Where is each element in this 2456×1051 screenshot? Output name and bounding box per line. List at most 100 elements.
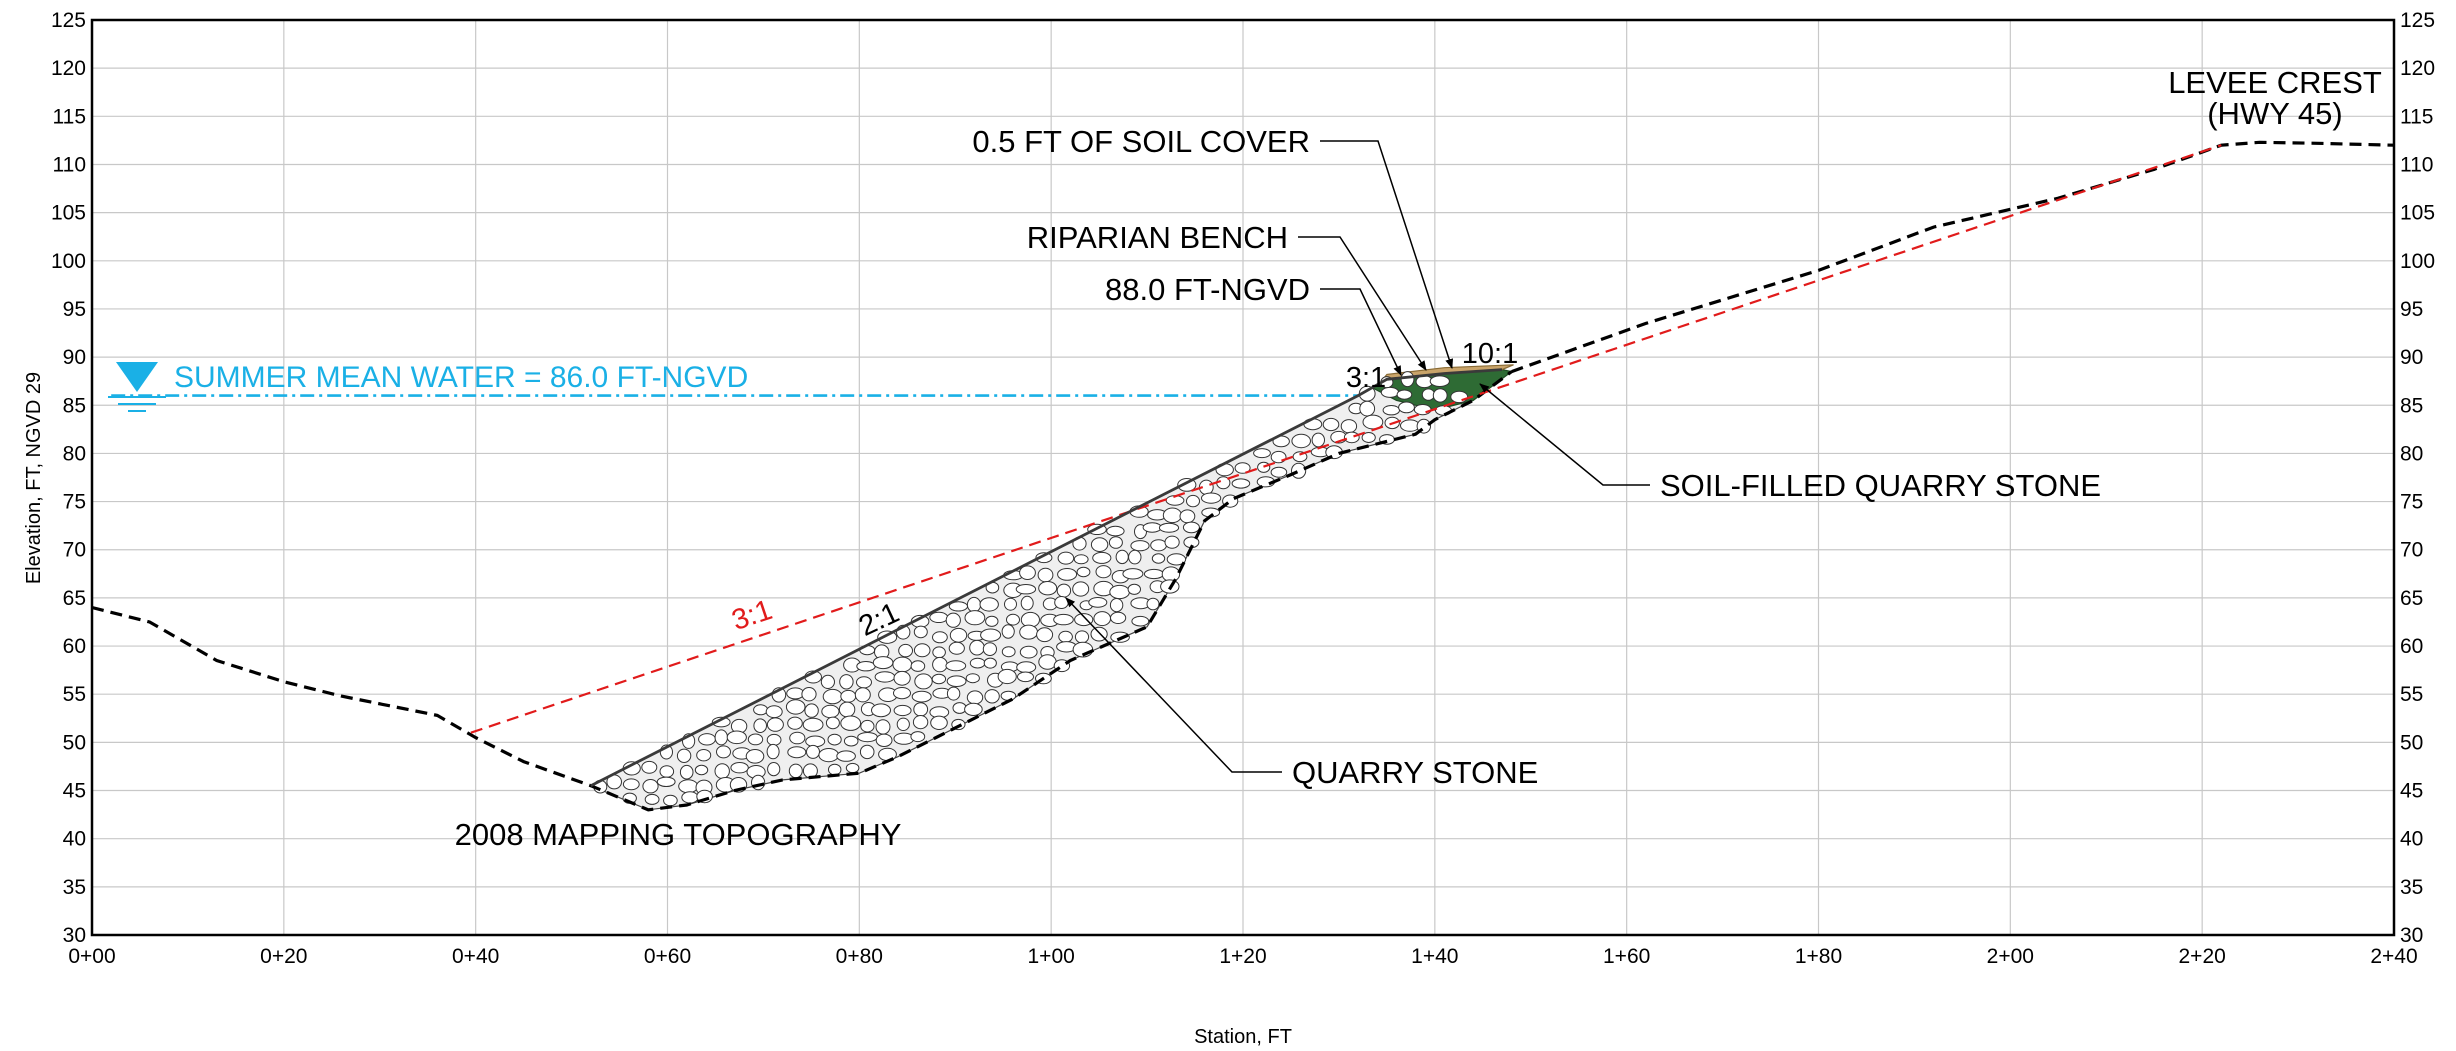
y-tick-label-right: 100 — [2400, 250, 2435, 273]
stone — [1019, 624, 1038, 640]
stone — [980, 628, 1002, 642]
y-tick-label-right: 60 — [2400, 635, 2423, 658]
stone — [952, 702, 967, 714]
y-tick-label-left: 70 — [63, 539, 86, 562]
stone — [1146, 597, 1160, 611]
stone — [859, 744, 875, 760]
stone — [818, 748, 840, 763]
stone — [786, 687, 805, 700]
stone — [979, 597, 999, 612]
y-tick-label-right: 80 — [2400, 442, 2423, 465]
stone — [1201, 492, 1222, 504]
plot-frame — [90, 18, 2396, 937]
stone — [1074, 630, 1090, 644]
stone — [1311, 432, 1326, 448]
stone — [946, 686, 961, 701]
stone — [785, 699, 806, 715]
x-tick-label: 1+20 — [1219, 945, 1266, 968]
stone — [1413, 404, 1432, 416]
stone — [1142, 522, 1162, 533]
leader-soil-filled — [1479, 383, 1650, 486]
stone — [711, 716, 731, 728]
stone — [694, 764, 709, 776]
stone — [678, 779, 699, 794]
stone — [805, 735, 826, 748]
x-tick-label: 1+80 — [1795, 945, 1842, 968]
callout-levee-crest: LEVEE CREST — [2168, 65, 2382, 100]
y-tick-label-right: 115 — [2400, 105, 2433, 128]
stone — [1234, 462, 1251, 474]
stone — [1128, 549, 1142, 565]
stone — [1090, 537, 1109, 552]
stone — [913, 702, 929, 717]
stone — [949, 627, 968, 643]
stone — [825, 716, 840, 730]
series-existing-ground-upper — [1511, 140, 2394, 374]
leader-soil-cover — [1320, 140, 1454, 369]
stone — [893, 704, 912, 717]
slope-label-reference: 3:1 — [728, 594, 776, 637]
stone — [730, 762, 749, 774]
stone — [910, 660, 926, 672]
series-proposed-stone-face — [590, 368, 1503, 787]
stone — [1186, 494, 1200, 508]
stone — [656, 776, 676, 787]
stone — [1398, 401, 1415, 414]
stone — [714, 763, 730, 779]
callout-riparian-bench: RIPARIAN BENCH — [1027, 220, 1288, 255]
stone — [1076, 566, 1091, 578]
stone — [1019, 565, 1036, 581]
y-tick-label-left: 30 — [63, 924, 86, 947]
stone — [1004, 597, 1017, 611]
stone — [929, 611, 949, 624]
stone — [1017, 671, 1034, 683]
stone — [802, 717, 824, 732]
x-tick-label: 0+40 — [452, 945, 499, 968]
stone — [1092, 551, 1112, 564]
stone — [913, 643, 931, 658]
x-tick-label: 2+00 — [1987, 945, 2034, 968]
stone — [1343, 431, 1360, 444]
x-tick-label: 1+40 — [1411, 945, 1458, 968]
stone — [913, 625, 928, 639]
stone — [679, 764, 694, 780]
series-slope-3-to-1-reference — [470, 144, 2222, 734]
stone — [1429, 375, 1450, 388]
y-tick-label-left: 90 — [63, 346, 86, 369]
stone — [1074, 613, 1094, 627]
x-tick-label: 0+60 — [644, 945, 691, 968]
x-tick-label: 0+20 — [260, 945, 307, 968]
y-tick-label-left: 120 — [51, 57, 86, 80]
stone — [875, 733, 893, 747]
stone — [1109, 584, 1130, 600]
stone — [898, 643, 913, 658]
stone — [787, 716, 803, 730]
quarry-stone-texture — [593, 371, 1469, 807]
stone — [806, 744, 820, 759]
stone — [745, 749, 765, 764]
y-tick-label-right: 65 — [2400, 587, 2423, 610]
stone — [964, 702, 983, 717]
stone — [1143, 568, 1165, 580]
stone — [1109, 598, 1124, 613]
stone — [1340, 419, 1358, 434]
stone — [1231, 478, 1251, 489]
stone — [659, 765, 675, 778]
stone — [1270, 466, 1288, 478]
stone — [1179, 509, 1196, 524]
stone — [1053, 613, 1074, 626]
stone — [948, 641, 965, 655]
stone — [874, 671, 896, 683]
y-tick-label-right: 120 — [2400, 57, 2435, 80]
stone — [681, 791, 699, 804]
stone — [676, 748, 692, 763]
stone — [822, 688, 843, 705]
y-tick-label-right: 90 — [2400, 346, 2423, 369]
stone — [932, 656, 948, 673]
stone — [1131, 615, 1150, 627]
stone — [878, 747, 897, 762]
stone — [642, 779, 659, 794]
stone — [1166, 553, 1187, 566]
stone — [872, 656, 894, 670]
